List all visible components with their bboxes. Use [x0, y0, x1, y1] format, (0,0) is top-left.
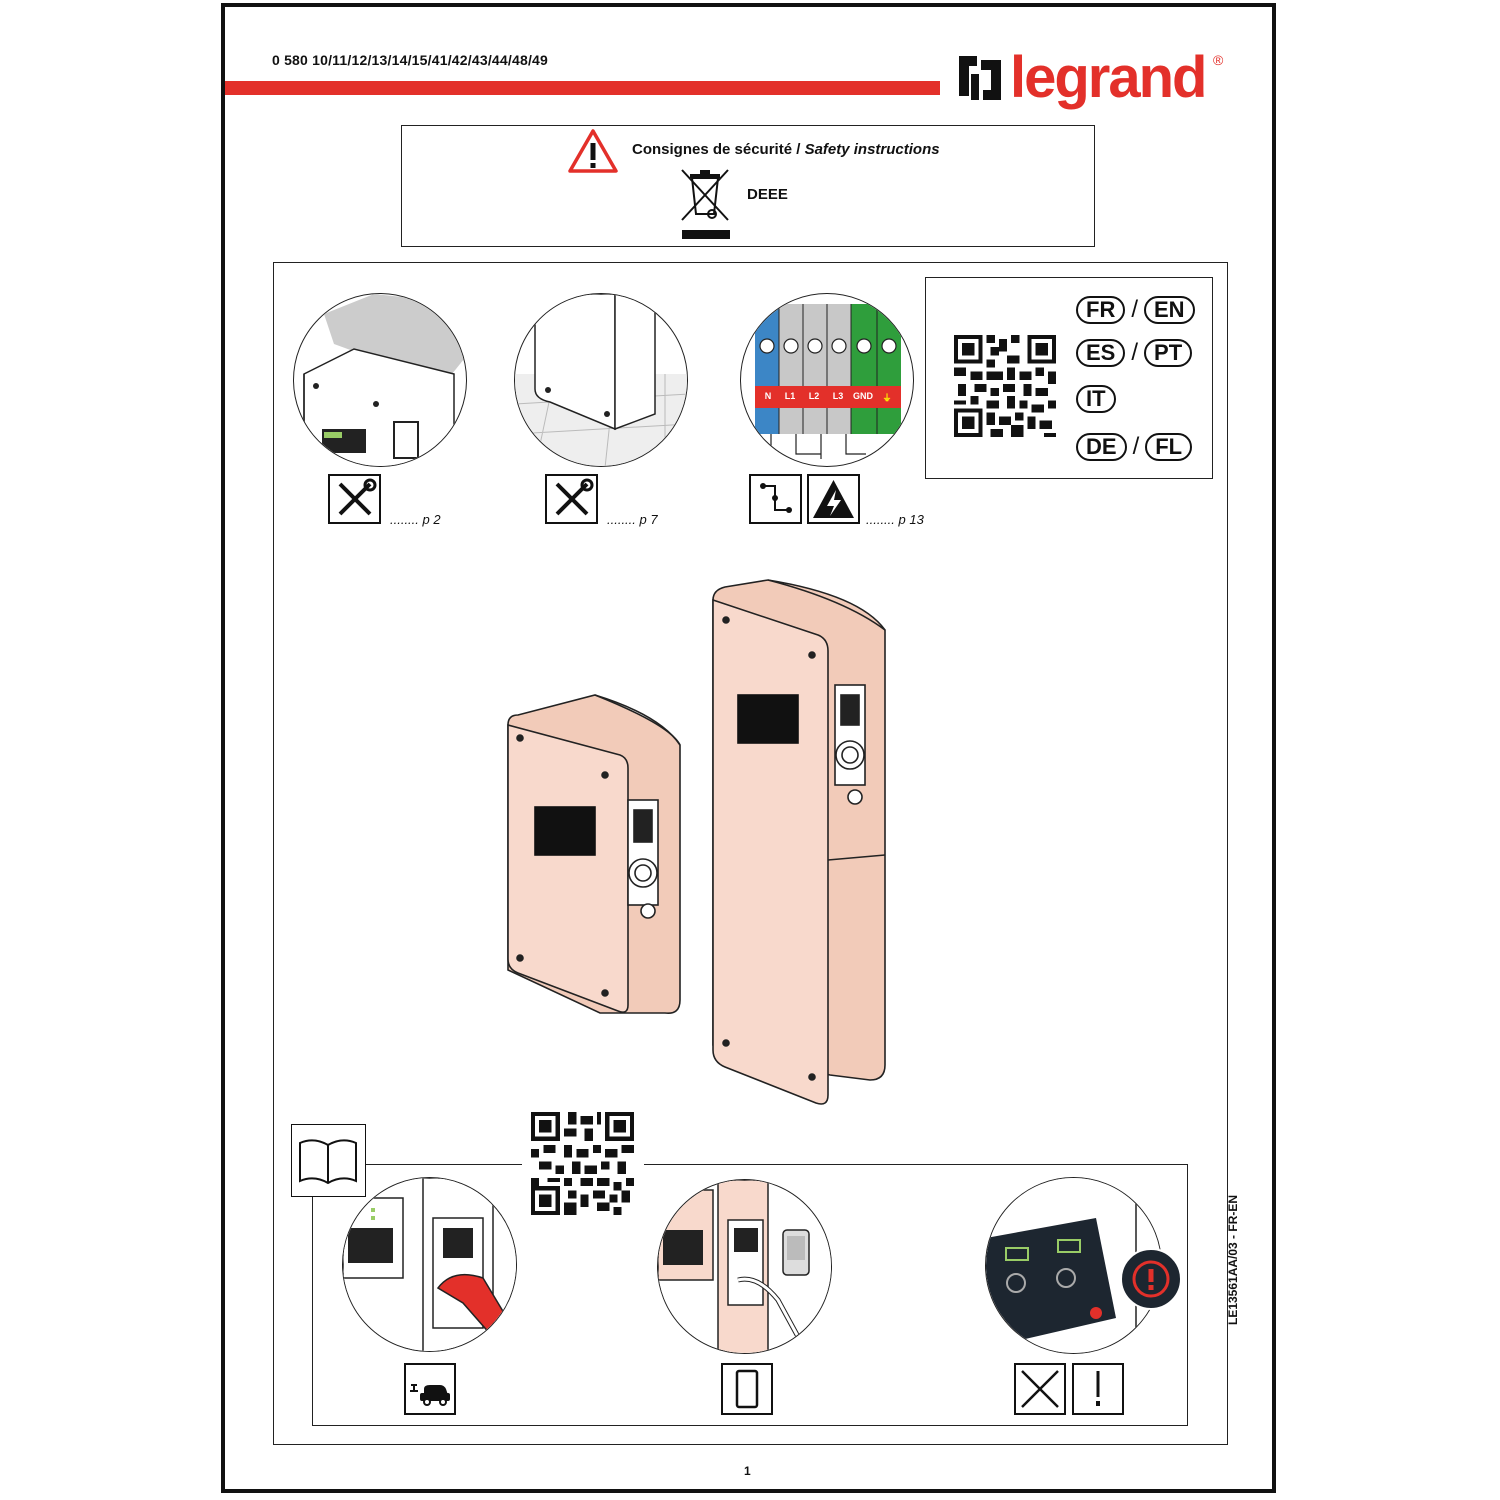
tools-icon	[555, 478, 594, 516]
step3-page-reference: ........ p 13	[866, 512, 924, 527]
document-reference-code: LE13561AA/03 - FR-EN	[1226, 1194, 1240, 1325]
open-book-icon	[299, 1139, 357, 1185]
language-en-button[interactable]: EN	[1144, 296, 1195, 324]
illustration-terminal-block-zoom	[740, 293, 914, 467]
language-row-de-fl: DE / FL	[1076, 433, 1193, 461]
language-pt-button[interactable]: PT	[1144, 339, 1193, 367]
language-de-button[interactable]: DE	[1076, 433, 1127, 461]
fault-alert-badge-icon	[1120, 1248, 1182, 1310]
page-frame	[221, 3, 1276, 1493]
step2-page-reference: ........ p 7	[607, 512, 658, 527]
language-separator: /	[1132, 433, 1140, 460]
language-row-es-pt: ES / PT	[1076, 339, 1193, 367]
legrand-logo-mark-icon	[959, 56, 1001, 100]
illustration-fault-indicator	[985, 1177, 1162, 1354]
step1-tools-icon-box	[328, 474, 381, 524]
qr-code-manual-icon[interactable]	[531, 1112, 634, 1215]
cross-icon	[1021, 1370, 1059, 1408]
language-separator: /	[1131, 339, 1139, 366]
illustration-floor-mount-zoom	[514, 293, 688, 467]
step1-page-reference: ........ p 2	[390, 512, 441, 527]
ev-charge-icon-box	[404, 1363, 456, 1415]
terminal-labels: N L1 L2 L3 GND ⏚	[758, 391, 910, 405]
step2-tools-icon-box	[545, 474, 598, 524]
terminal-label-l1: L1	[784, 391, 796, 401]
manual-icon-box	[291, 1124, 366, 1197]
language-row-fr-en: FR / EN	[1076, 296, 1195, 324]
deee-label: DEEE	[747, 186, 788, 203]
language-es-button[interactable]: ES	[1076, 339, 1126, 367]
cancel-icon-box	[1014, 1363, 1066, 1415]
terminal-label-n: N	[764, 391, 772, 401]
safety-title-en: Safety instructions	[804, 141, 940, 158]
ev-car-plug-icon	[410, 1384, 450, 1406]
language-fl-button[interactable]: FL	[1145, 433, 1193, 461]
ground-symbol-icon: ⏚	[882, 393, 892, 403]
high-voltage-warning-icon	[813, 480, 854, 518]
illustration-plug-in-vehicle	[342, 1177, 517, 1352]
illustration-wall-mount-zoom	[293, 293, 467, 467]
language-fr-button[interactable]: FR	[1076, 296, 1126, 324]
smartphone-icon	[735, 1369, 759, 1409]
charging-stations-illustration	[507, 579, 886, 1105]
language-separator: /	[1131, 296, 1138, 323]
exclamation-icon	[1096, 1371, 1100, 1406]
main-content-frame	[273, 262, 1228, 1445]
safety-title-fr: Consignes de sécurité /	[632, 141, 805, 158]
smartphone-icon-box	[721, 1363, 773, 1415]
safety-title: Consignes de sécurité / Safety instructi…	[632, 141, 940, 158]
usage-section-frame	[312, 1164, 1188, 1426]
step3-high-voltage-icon-box	[807, 474, 860, 524]
safety-instructions-box	[401, 125, 1095, 247]
step3-wiring-icon-box	[749, 474, 802, 524]
language-selection-box	[925, 277, 1213, 479]
legrand-logo-wordmark: legrand	[1010, 45, 1207, 110]
language-it-button[interactable]: IT	[1076, 385, 1116, 413]
weee-crossed-bin-icon	[681, 169, 730, 239]
warning-triangle-icon	[568, 129, 618, 173]
terminal-label-l2: L2	[808, 391, 820, 401]
product-reference-codes: 0 580 10/11/12/13/14/15/41/42/43/44/48/4…	[272, 52, 549, 68]
terminal-label-l3: L3	[832, 391, 844, 401]
illustration-smartphone-charging	[657, 1179, 832, 1354]
warning-exclamation-icon-box	[1072, 1363, 1124, 1415]
registered-mark: ®	[1213, 52, 1224, 68]
page-number: 1	[744, 1464, 751, 1478]
terminal-label-gnd: GND	[853, 391, 873, 401]
language-row-it: IT	[1076, 385, 1116, 413]
qr-code-languages-icon[interactable]	[954, 335, 1056, 437]
wiring-diagram-icon	[760, 483, 792, 513]
tools-icon	[338, 478, 377, 516]
header-red-band	[225, 81, 940, 95]
